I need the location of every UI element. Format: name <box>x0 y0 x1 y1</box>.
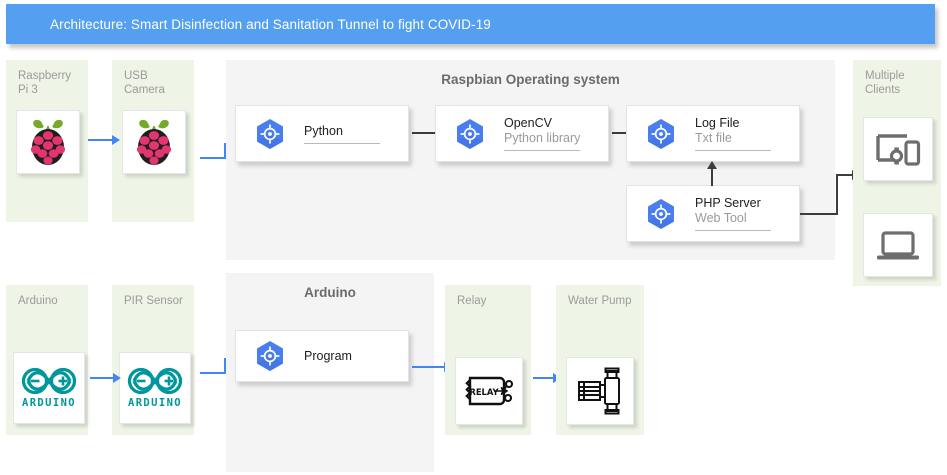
card-program-title: Program <box>304 348 352 363</box>
card-opencv-title: OpenCV <box>504 116 552 130</box>
relay-wordmark: RELAY <box>469 387 499 397</box>
relay-icon: RELAY <box>462 368 516 414</box>
card-php-server-rule <box>695 230 771 231</box>
connector-php-to-clients-v <box>836 174 838 215</box>
card-log-file-subtitle: Txt file <box>695 131 732 145</box>
arduino-logo-icon: ARDUINO <box>125 367 185 409</box>
panel-raspbian-title: Raspbian Operating system <box>441 72 620 87</box>
connector-pir-to-program-v <box>224 358 226 374</box>
laptop-icon <box>874 227 922 263</box>
card-opencv-rule <box>504 150 580 151</box>
raspberry-pi-logo-icon <box>26 118 70 166</box>
connector-program-to-relay <box>412 366 452 368</box>
panel-relay-label: Relay <box>457 295 487 307</box>
page-title-banner: Architecture: Smart Disinfection and San… <box>6 4 935 44</box>
card-php-server[interactable]: PHP Server Web Tool <box>626 185 800 242</box>
hex-node-icon <box>452 116 488 152</box>
client-laptop-tile <box>863 213 933 277</box>
arduino-wordmark: ARDUINO <box>22 397 76 409</box>
hex-node-icon <box>643 116 679 152</box>
relay-tile: RELAY <box>455 357 523 425</box>
hex-node-icon <box>252 338 288 374</box>
connector-php-to-logfile-v <box>711 168 713 186</box>
connector-rpi-to-camera-head <box>112 135 120 145</box>
connector-php-to-clients-h2 <box>836 174 856 176</box>
multi-device-icon <box>873 130 923 168</box>
rpi-tile <box>16 110 80 174</box>
arduino-wordmark: ARDUINO <box>128 397 182 409</box>
connector-relay-to-pump <box>533 377 557 379</box>
connector-camera-to-os-v <box>224 143 226 159</box>
hex-node-icon <box>252 116 288 152</box>
card-opencv-subtitle: Python library <box>504 131 581 145</box>
card-log-file-title: Log File <box>695 116 740 130</box>
panel-pir-sensor-label: PIR Sensor <box>124 295 183 307</box>
connector-camera-to-os-h1 <box>200 157 226 159</box>
panel-water-pump-label: Water Pump <box>568 295 632 307</box>
panel-multiple-clients-label: Multiple Clients <box>865 70 905 96</box>
connector-pir-to-program-h1 <box>200 372 226 374</box>
camera-tile <box>122 110 186 174</box>
card-program[interactable]: Program <box>235 330 409 382</box>
arduino-tile: ARDUINO <box>13 352 85 424</box>
panel-arduino-board-label: Arduino <box>18 295 58 307</box>
card-php-server-title: PHP Server <box>695 196 761 210</box>
connector-php-to-logfile-head <box>707 161 717 169</box>
connector-arduino-to-pir-head <box>113 373 121 383</box>
page-title: Architecture: Smart Disinfection and San… <box>50 16 491 32</box>
connector-arduino-to-pir <box>90 377 116 379</box>
water-pump-icon <box>574 366 626 416</box>
panel-raspberry-pi-label: Raspberry Pi 3 <box>18 70 72 96</box>
connector-opencv-to-logfile <box>612 132 638 134</box>
card-php-server-subtitle: Web Tool <box>695 211 747 225</box>
card-opencv[interactable]: OpenCV Python library <box>435 105 609 162</box>
connector-php-to-clients-h1 <box>800 213 838 215</box>
card-log-file-rule <box>695 150 771 151</box>
card-log-file[interactable]: Log File Txt file <box>626 105 800 162</box>
connector-python-to-opencv <box>412 132 438 134</box>
card-python[interactable]: Python <box>235 105 409 162</box>
connector-rpi-to-camera <box>88 139 114 141</box>
card-python-title: Python <box>304 123 343 138</box>
panel-arduino-group-title: Arduino <box>304 285 356 300</box>
pir-tile: ARDUINO <box>119 352 191 424</box>
pump-tile <box>566 357 634 425</box>
panel-usb-camera-label: USB Camera <box>124 70 165 96</box>
raspberry-pi-logo-icon <box>132 118 176 166</box>
hex-node-icon <box>643 196 679 232</box>
arduino-logo-icon: ARDUINO <box>19 367 79 409</box>
card-python-rule <box>304 142 380 144</box>
client-devices-tile <box>863 117 933 181</box>
